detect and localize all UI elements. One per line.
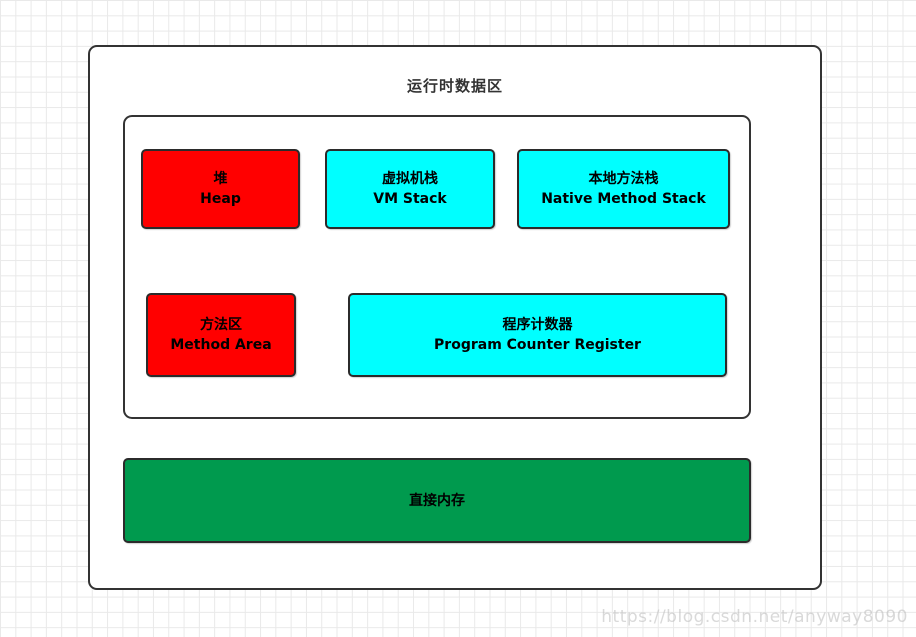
heap-box: 堆 Heap <box>141 149 300 229</box>
program-counter-register-label-zh: 程序计数器 <box>502 317 573 333</box>
vm-stack-label-en: VM Stack <box>373 191 447 207</box>
native-method-stack-box: 本地方法栈 Native Method Stack <box>517 149 730 229</box>
program-counter-register-label-en: Program Counter Register <box>434 337 641 353</box>
diagram-title: 运行时数据区 <box>406 77 503 95</box>
native-method-stack-label-en: Native Method Stack <box>541 191 706 207</box>
vm-stack-label-zh: 虚拟机栈 <box>382 171 438 187</box>
method-area-label-en: Method Area <box>170 337 272 353</box>
watermark: https://blog.csdn.net/anyway8090 <box>601 607 908 627</box>
native-method-stack-label-zh: 本地方法栈 <box>588 171 659 187</box>
direct-memory-box: 直接内存 <box>123 458 751 543</box>
direct-memory-label-zh: 直接内存 <box>409 492 465 509</box>
method-area-box: 方法区 Method Area <box>146 293 296 377</box>
heap-label-zh: 堆 <box>213 171 228 187</box>
vm-stack-box: 虚拟机栈 VM Stack <box>325 149 495 229</box>
heap-label-en: Heap <box>200 191 241 207</box>
method-area-label-zh: 方法区 <box>200 317 242 333</box>
program-counter-register-box: 程序计数器 Program Counter Register <box>348 293 727 377</box>
runtime-data-area-container: 运行时数据区 堆 Heap 虚拟机栈 VM Stack 本地方法栈 Native… <box>88 45 822 590</box>
